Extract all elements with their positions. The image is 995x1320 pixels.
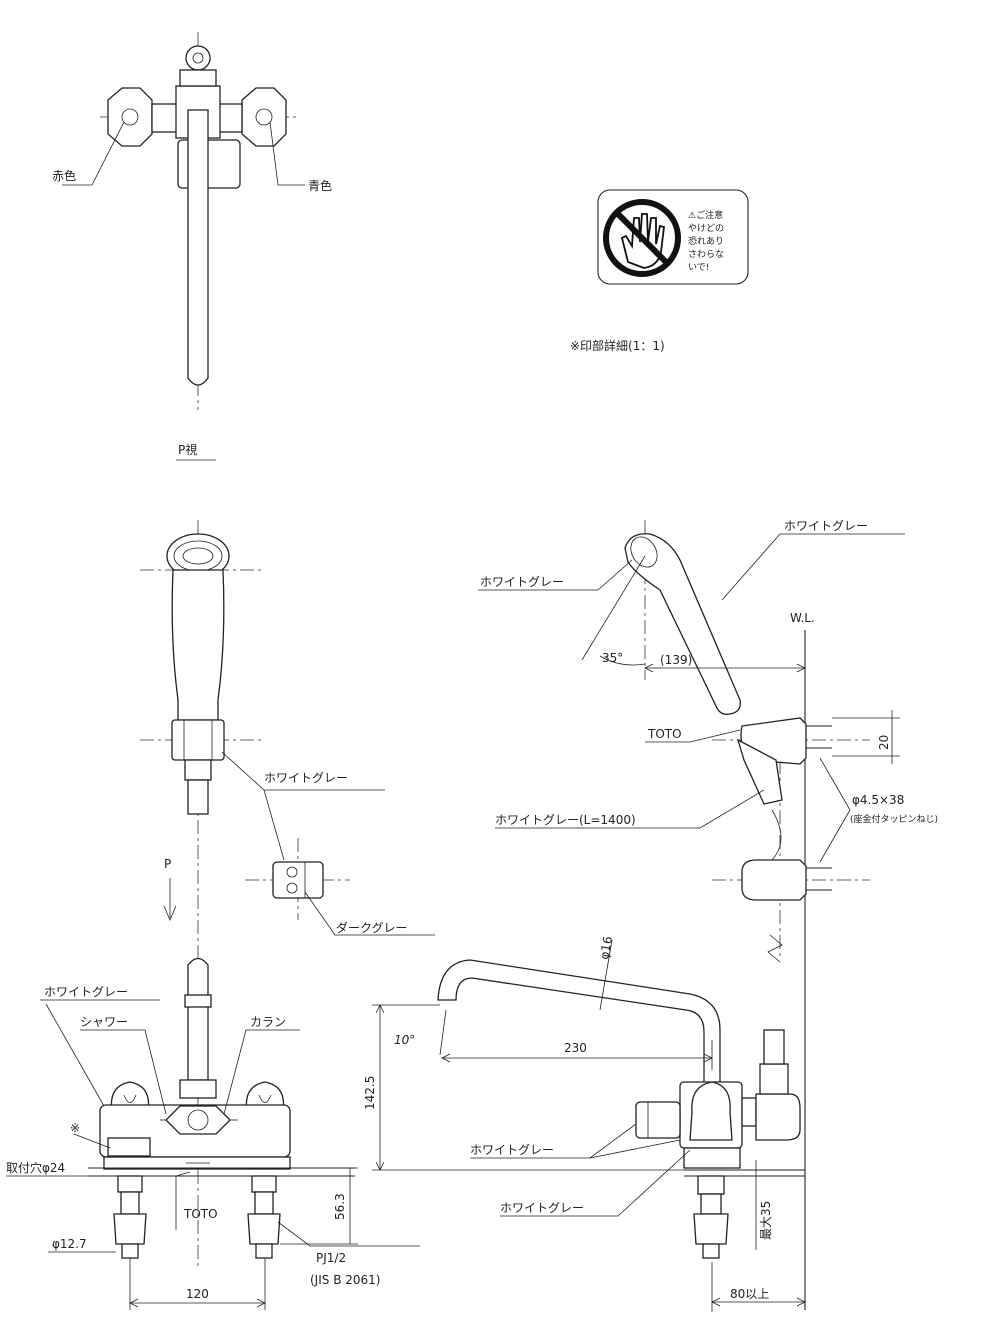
label-shower: シャワー xyxy=(80,1015,128,1029)
warning-text-2: やけどの xyxy=(688,223,724,234)
warning-text-4: さわらな xyxy=(688,249,724,260)
label-screw: φ4.5×38 xyxy=(852,793,904,807)
dim-230: 230 xyxy=(564,1041,587,1055)
label-pj: PJ1/2 xyxy=(316,1251,346,1265)
dim-120: 120 xyxy=(186,1287,209,1301)
label-white-gray-6: ホワイトグレー xyxy=(784,519,868,533)
label-karan: カラン xyxy=(250,1015,286,1029)
label-toto-2: TOTO xyxy=(647,727,682,741)
label-white-gray-5: ホワイトグレー xyxy=(480,575,564,589)
warning-detail: ⚠ご注意 やけどの 恐れあり さわらな いで! ※印部詳細(1：1) xyxy=(570,189,749,353)
label-mark-detail: ※印部詳細(1：1) xyxy=(570,338,665,353)
dim-20: 20 xyxy=(877,735,891,750)
dim-80: 80以上 xyxy=(730,1287,769,1301)
label-mark-star: ※ xyxy=(70,1121,80,1135)
p-view: 赤色 青色 P視 xyxy=(52,32,332,461)
front-view: ホワイトグレー ダークグレー P xyxy=(6,520,435,1310)
label-p-view: P視 xyxy=(178,442,197,457)
label-mount-hole: 取付穴φ24 xyxy=(6,1160,65,1175)
label-p-arrow: P xyxy=(164,857,171,871)
no-touch-hand-icon xyxy=(603,199,681,277)
label-dark-gray: ダークグレー xyxy=(336,920,408,935)
dim-139: (139) xyxy=(660,653,692,667)
dim-10deg: 10° xyxy=(394,1033,415,1047)
dim-563: 56.3 xyxy=(333,1193,347,1220)
dim-35deg: 35° xyxy=(602,651,623,665)
label-white-gray-3: ホワイトグレー xyxy=(470,1143,554,1157)
dim-max35: 最大35 xyxy=(759,1201,773,1240)
warning-text-3: 恐れあり xyxy=(688,236,724,247)
side-view: W.L. φ16 10° 230 142.5 xyxy=(363,519,938,1312)
dim-1425: 142.5 xyxy=(363,1076,377,1110)
label-screw-note: (座金付タッピンねじ) xyxy=(850,813,938,825)
label-white-gray-1: ホワイトグレー xyxy=(264,771,348,785)
warning-text-5: いで! xyxy=(688,263,709,273)
label-white-gray-2: ホワイトグレー xyxy=(44,985,128,999)
label-wl: W.L. xyxy=(790,611,815,625)
label-jis: (JIS B 2061) xyxy=(310,1273,380,1287)
label-red: 赤色 xyxy=(52,169,76,183)
label-toto-1: TOTO xyxy=(183,1207,218,1221)
label-white-gray-hose: ホワイトグレー(L=1400) xyxy=(495,813,636,827)
warning-text-1: ⚠ご注意 xyxy=(688,209,723,221)
label-dia-127: φ12.7 xyxy=(52,1237,87,1251)
label-white-gray-4: ホワイトグレー xyxy=(500,1201,584,1215)
label-blue: 青色 xyxy=(308,179,332,193)
dim-phi16: φ16 xyxy=(597,935,615,960)
